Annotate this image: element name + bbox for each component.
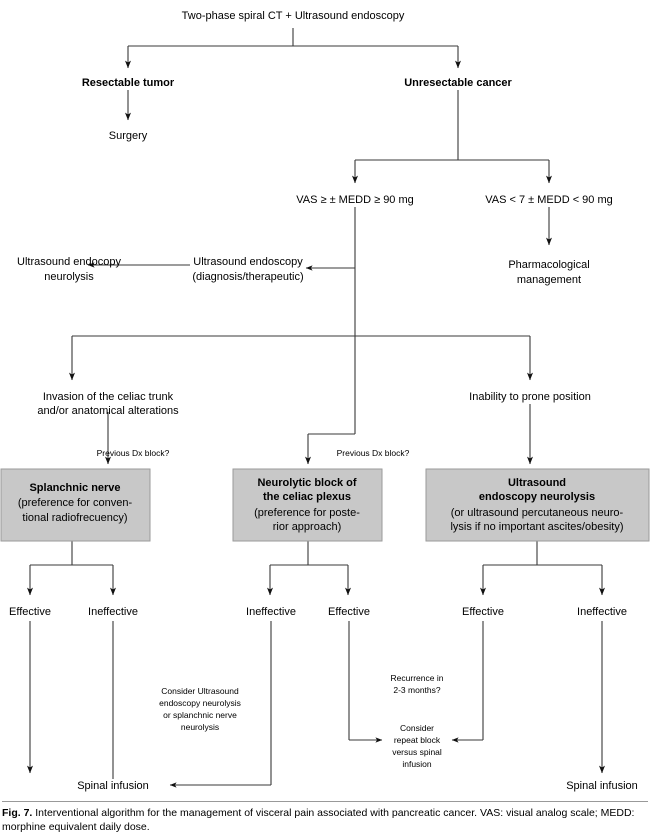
label-previous-dx-block-left: Previous Dx block? [97,448,170,458]
box1-line2: (preference for conven- [18,497,133,509]
edge-unresectable-split [352,90,553,184]
node-unresectable-cancer: Unresectable cancer [404,77,512,89]
note-recurrence-line2: 2-3 months? [393,685,441,695]
node-us-neurolysis-line2: neurolysis [44,271,94,283]
outcome-b1-effective: Effective [9,606,51,618]
box2-line1: Neurolytic block of [257,477,356,489]
box3-line4: lysis if no important ascites/obesity) [450,521,623,533]
node-us-endoscopy-line2: (diagnosis/therapeutic) [192,271,303,283]
box2-line4: rior approach) [273,521,341,533]
edge-box3-outcomes [480,541,606,596]
terminal-spinal-infusion-left: Spinal infusion [77,780,149,792]
note-repeat-block-line4: infusion [402,759,432,769]
terminal-spinal-infusion-right: Spinal infusion [566,780,638,792]
figure-number: Fig. 7. [2,807,33,820]
note-recurrence-line1: Recurrence in [391,673,444,683]
box3-line1: Ultrasound [508,477,566,489]
note-consider-us-line3: or splanchnic nerve [163,710,237,720]
box-neurolytic-celiac-plexus[interactable]: Neurolytic block of the celiac plexus (p… [232,468,383,542]
edge-root-split [125,28,462,69]
node-vas-low: VAS < 7 ± MEDD < 90 mg [485,194,613,206]
node-pharmacological-line1: Pharmacological [508,259,589,271]
edge-main-trunk-split [69,268,534,465]
node-pharmacological-line2: management [517,274,581,286]
box3-line3: (or ultrasound percutaneous neuro- [451,507,624,519]
note-consider-us-line1: Consider Ultrasound [161,686,239,696]
box2-line3: (preference for poste- [254,507,360,519]
outcome-b3-effective: Effective [462,606,504,618]
outcome-b1-ineffective: Ineffective [88,606,138,618]
edge-b2-effective-repeat [348,621,383,743]
node-invasion-line1: Invasion of the celiac trunk [43,391,174,403]
caption-body: Interventional algorithm for the managem… [2,807,635,834]
note-consider-us-line4: neurolysis [181,722,219,732]
node-vas-high: VAS ≥ ± MEDD ≥ 90 mg [296,194,414,206]
edge-b2-ineffective-spinal [169,621,272,788]
node-us-neurolysis-line1: Ultrasound endocopy [17,256,121,268]
node-invasion-line2: and/or anatomical alterations [37,405,179,417]
box-splanchnic-nerve[interactable]: Splanchnic nerve (preference for conven-… [0,468,151,542]
node-resectable-tumor: Resectable tumor [82,77,175,89]
label-previous-dx-block-mid: Previous Dx block? [337,448,410,458]
caption-divider [2,801,648,803]
box1-line1: Splanchnic nerve [29,482,120,494]
box1-line3: tional radiofrecuency) [22,512,127,524]
node-surgery: Surgery [109,130,148,142]
note-repeat-block-line3: versus spinal [392,747,442,757]
box2-line2: the celiac plexus [263,491,351,503]
outcome-b2-ineffective: Ineffective [246,606,296,618]
node-root: Two-phase spiral CT + Ultrasound endosco… [182,10,405,22]
outcome-b2-effective: Effective [328,606,370,618]
edge-box1-outcomes [27,541,117,596]
node-inability-prone: Inability to prone position [469,391,591,403]
note-consider-us-line2: endoscopy neurolysis [159,698,241,708]
note-repeat-block-line1: Consider [400,723,434,733]
node-us-endoscopy-line1: Ultrasound endoscopy [193,256,303,268]
caption-text-block: Fig. 7. Interventional algorithm for the… [2,807,648,835]
outcome-b3-ineffective: Ineffective [577,606,627,618]
figure-caption: Fig. 7. Interventional algorithm for the… [0,801,650,835]
note-repeat-block-line2: repeat block [394,735,441,745]
box-ultrasound-endoscopy-neurolysis[interactable]: Ultrasound endoscopy neurolysis (or ultr… [425,468,650,542]
box3-line2: endoscopy neurolysis [479,491,595,503]
edge-b3-effective-repeat [451,621,484,743]
edge-vashigh-endoscopy [305,207,356,271]
edge-box2-outcomes [267,541,352,596]
